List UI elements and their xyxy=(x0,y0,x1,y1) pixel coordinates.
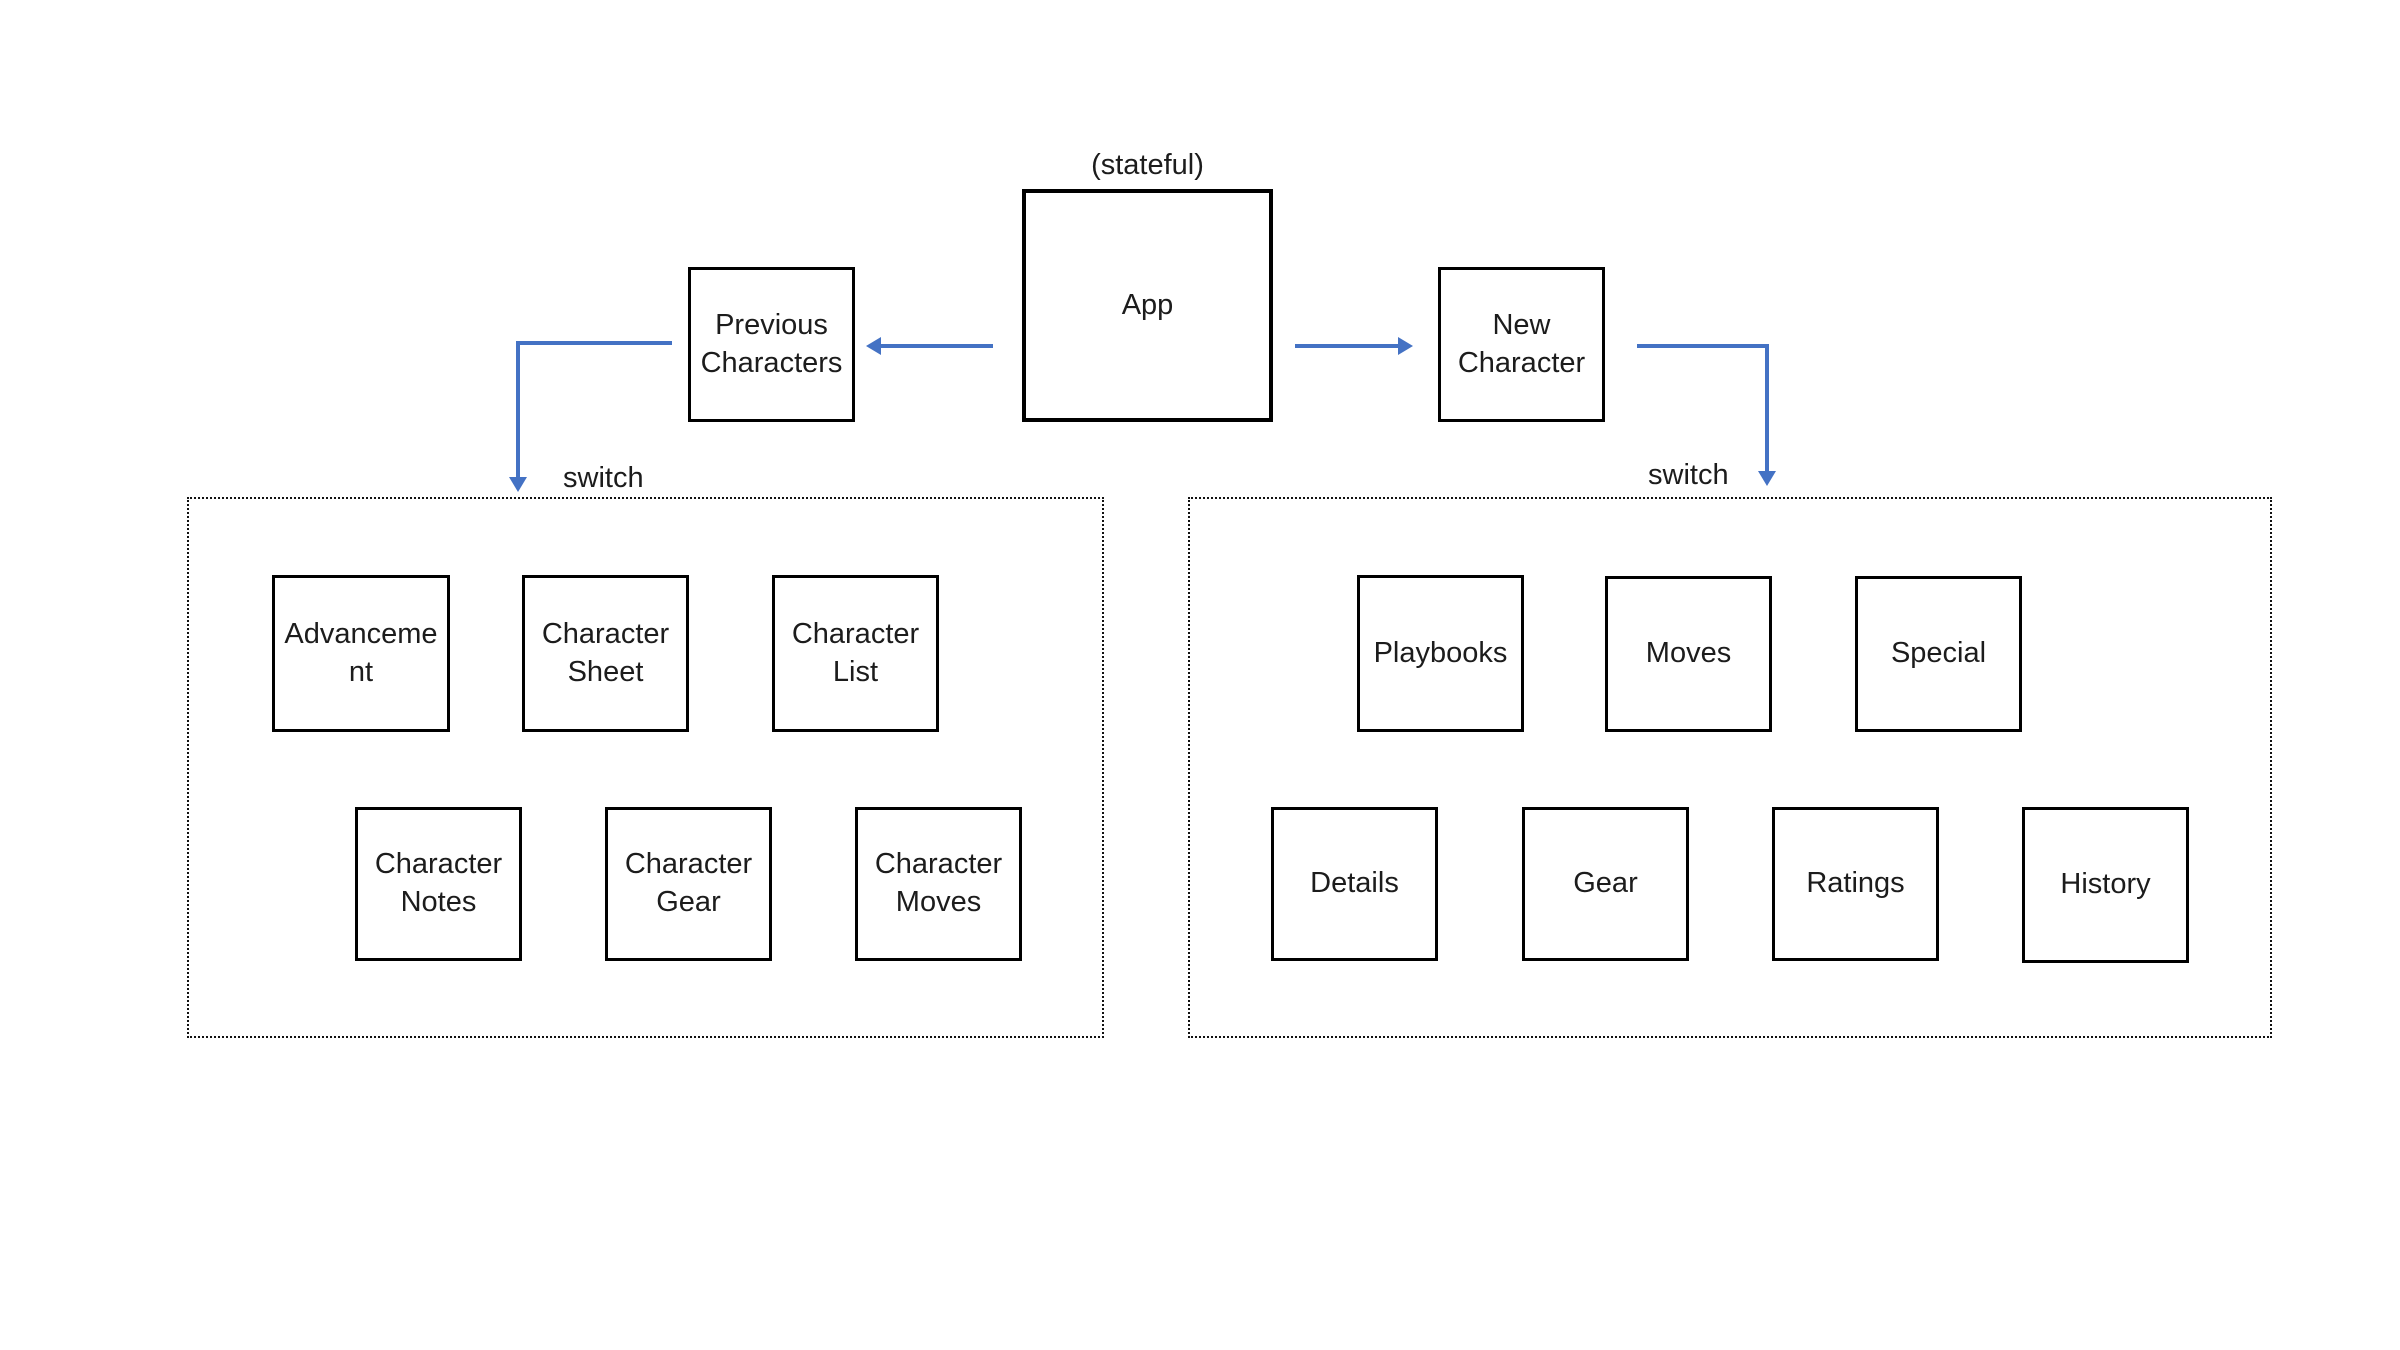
node-details-label: Details xyxy=(1310,867,1399,900)
node-character-list: Character List xyxy=(772,575,939,732)
node-special: Special xyxy=(1855,576,2022,732)
arrow-shaft-horizontal xyxy=(518,341,672,345)
node-details: Details xyxy=(1271,807,1438,961)
node-character-notes: Character Notes xyxy=(355,807,522,961)
node-special-label: Special xyxy=(1890,637,1987,670)
node-moves: Moves xyxy=(1605,576,1772,732)
node-character-gear-label: Character Gear xyxy=(624,848,753,918)
node-app: App xyxy=(1022,189,1273,422)
node-previous-characters-label: Previous Characters xyxy=(700,308,843,379)
node-history: History xyxy=(2022,807,2189,963)
arrowhead-down-icon xyxy=(509,477,527,492)
arrow-shaft xyxy=(880,344,993,348)
node-advancement-label: Advancement xyxy=(284,617,438,688)
node-ratings-label: Ratings xyxy=(1806,867,1905,900)
arrow-shaft-vertical xyxy=(1765,344,1769,473)
switch-label-left: switch xyxy=(563,462,644,494)
right-switch-panel: Playbooks Moves Special Details Gear Rat… xyxy=(1188,497,2272,1038)
stateful-annotation: (stateful) xyxy=(1091,149,1204,181)
node-history-label: History xyxy=(2060,868,2151,901)
node-playbooks-label: Playbooks xyxy=(1373,636,1508,669)
left-switch-panel: Advancement Character Sheet Character Li… xyxy=(187,497,1104,1038)
node-character-moves: Character Moves xyxy=(855,807,1022,961)
node-character-sheet-label: Character Sheet xyxy=(541,617,670,688)
node-character-moves-label: Character Moves xyxy=(874,848,1003,918)
node-new-character-label: New Character xyxy=(1457,308,1586,379)
node-previous-characters: Previous Characters xyxy=(688,267,855,422)
arrowhead-right-icon xyxy=(1398,337,1413,355)
node-gear: Gear xyxy=(1522,807,1689,961)
arrow-shaft-vertical xyxy=(516,341,520,479)
node-moves-label: Moves xyxy=(1645,637,1732,670)
node-character-notes-label: Character Notes xyxy=(374,848,503,918)
node-character-gear: Character Gear xyxy=(605,807,772,961)
node-character-sheet: Character Sheet xyxy=(522,575,689,732)
node-playbooks: Playbooks xyxy=(1357,575,1524,732)
arrow-shaft xyxy=(1295,344,1399,348)
arrowhead-left-icon xyxy=(866,337,881,355)
node-ratings: Ratings xyxy=(1772,807,1939,961)
node-character-list-label: Character List xyxy=(791,617,920,688)
node-new-character: New Character xyxy=(1438,267,1605,422)
node-advancement: Advancement xyxy=(272,575,450,732)
arrow-shaft-horizontal xyxy=(1637,344,1769,348)
switch-label-right: switch xyxy=(1648,459,1729,491)
node-gear-label: Gear xyxy=(1573,867,1638,900)
node-app-label: App xyxy=(1121,288,1174,321)
arrowhead-down-icon xyxy=(1758,471,1776,486)
